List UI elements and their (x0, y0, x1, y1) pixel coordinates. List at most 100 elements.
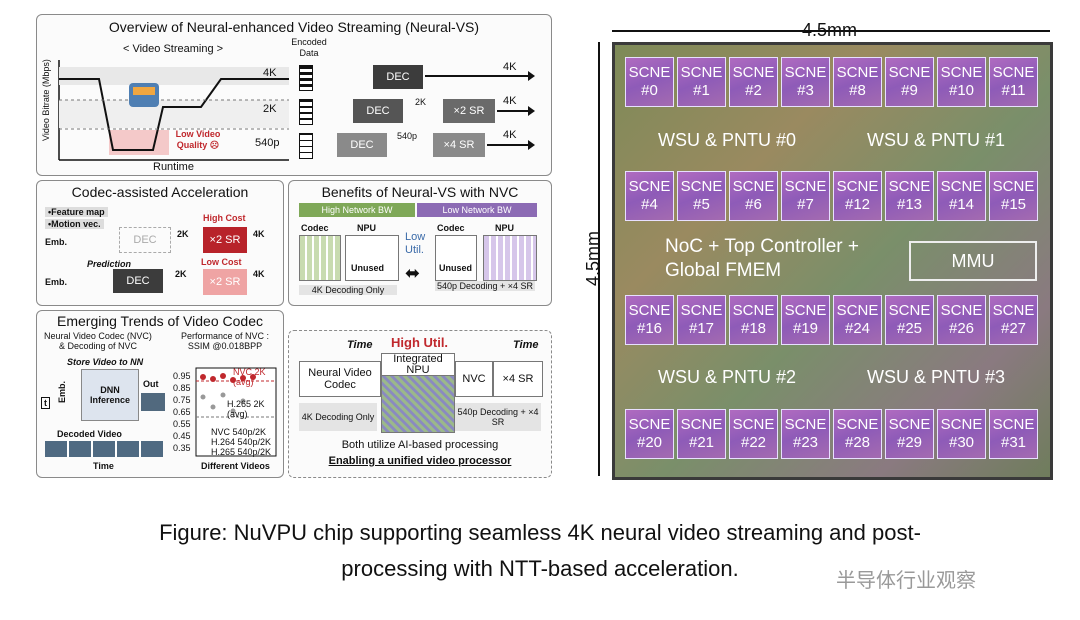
dec-ghost: DEC (119, 227, 171, 253)
scne-prefix: SCNE (940, 64, 983, 81)
scne-id: #19 (792, 320, 819, 337)
nvc-short-box: NVC (455, 361, 493, 397)
scne-id: #28 (844, 434, 871, 451)
perf-desc-label: Performance of NVC : SSIM @0.018BPP (180, 331, 270, 351)
scne-id: #31 (1000, 434, 1027, 451)
scne-prefix: SCNE (992, 64, 1035, 81)
scne-id: #10 (948, 82, 975, 99)
high-bw-banner: High Network BW (299, 203, 415, 217)
scne-prefix: SCNE (628, 416, 671, 433)
dnn-box: DNN Inference (81, 369, 139, 421)
scne-23: SCNE#23 (781, 409, 830, 459)
codec-label-right: Codec (437, 223, 465, 233)
scne-id: #13 (896, 196, 923, 213)
row-2k-mid: 2K (415, 97, 427, 107)
scne-id: #0 (641, 82, 658, 99)
row-2k-res: 2K (263, 103, 277, 115)
scne-id: #6 (745, 196, 762, 213)
high-util-label: High Util. (391, 335, 449, 350)
scne-prefix: SCNE (628, 64, 671, 81)
benefits-title: Benefits of Neural-VS with NVC (321, 184, 519, 200)
scne-id: #5 (693, 196, 710, 213)
unused-label-left: Unused (351, 263, 385, 273)
scne-4: SCNE#4 (625, 171, 674, 221)
npu-grid-right (483, 235, 537, 281)
row-2k-out: 4K (503, 95, 517, 107)
feature-map-label: •Feature map (45, 207, 108, 217)
scne-prefix: SCNE (784, 64, 827, 81)
scne-21: SCNE#21 (677, 409, 726, 459)
scne-prefix: SCNE (732, 416, 775, 433)
ytick-095: 0.95 (173, 371, 191, 381)
dnn-label: DNN Inference (89, 385, 131, 405)
nvc-desc-label: Neural Video Codec (NVC) & Decoding of N… (44, 331, 152, 351)
codec-4k-top: 4K (253, 229, 265, 239)
swap-arrow-icon: ⬌ (405, 263, 421, 283)
scne-18: SCNE#18 (729, 295, 778, 345)
scne-31: SCNE#31 (989, 409, 1038, 459)
scne-prefix: SCNE (940, 178, 983, 195)
ytick-075: 0.75 (173, 395, 191, 405)
wsu-3: WSU & PNTU #3 (866, 366, 1006, 387)
scne-id: #27 (1000, 320, 1027, 337)
legend-h265: H.265 540p/2K (211, 447, 272, 457)
integrated-left-caption: 4K Decoding Only (299, 403, 377, 431)
trends-emb-label: Emb. (57, 380, 68, 404)
t-label: t (41, 397, 50, 409)
scne-prefix: SCNE (680, 64, 723, 81)
scne-28: SCNE#28 (833, 409, 882, 459)
scne-id: #22 (740, 434, 767, 451)
scne-prefix: SCNE (732, 302, 775, 319)
scne-prefix: SCNE (836, 302, 879, 319)
scne-prefix: SCNE (888, 416, 931, 433)
codec-2k-bottom: 2K (175, 269, 187, 279)
figure-caption-line1: Figure: NuVPU chip supporting seamless 4… (159, 520, 921, 545)
time-label: Time (93, 461, 114, 471)
time-right-label: Time (513, 339, 539, 351)
row-540p-dec: DEC (337, 133, 387, 157)
scne-prefix: SCNE (784, 178, 827, 195)
trends-title: Emerging Trends of Video Codec (57, 313, 263, 329)
encoded-data-label: Encoded Data (291, 37, 327, 58)
codec-title: Codec-assisted Acceleration (71, 184, 249, 200)
scne-prefix: SCNE (836, 64, 879, 81)
chip-height-label: 4.5mm (583, 230, 604, 287)
codec-4k-bottom: 4K (253, 269, 265, 279)
scne-prefix: SCNE (628, 302, 671, 319)
scne-id: #8 (849, 82, 866, 99)
scne-9: SCNE#9 (885, 57, 934, 107)
out-label: Out (143, 379, 159, 389)
ytick-085: 0.85 (173, 383, 191, 393)
figure-caption-line2: processing with NTT-based acceleration. (341, 556, 739, 581)
scne-id: #16 (636, 320, 663, 337)
low-cost-label: Low Cost (201, 257, 242, 267)
scne-id: #1 (693, 82, 710, 99)
scne-22: SCNE#22 (729, 409, 778, 459)
scne-id: #23 (792, 434, 819, 451)
scne-25: SCNE#25 (885, 295, 934, 345)
overview-title: Overview of Neural-enhanced Video Stream… (108, 19, 480, 35)
encoded-stack-540p (299, 133, 313, 159)
sr-high-cost: ×2 SR (203, 227, 247, 253)
low-quality-label: Low Video Quality ☹ (175, 129, 221, 150)
chip-die: SCNE#0 SCNE#1 SCNE#2 SCNE#3 SCNE#8 SCNE#… (612, 42, 1053, 480)
scne-prefix: SCNE (940, 416, 983, 433)
scne-id: #20 (636, 434, 663, 451)
scne-2: SCNE#2 (729, 57, 778, 107)
scne-13: SCNE#13 (885, 171, 934, 221)
scne-id: #9 (901, 82, 918, 99)
scne-prefix: SCNE (992, 416, 1035, 433)
npu-label-right: NPU (495, 223, 515, 233)
row-2k-arrow (497, 106, 535, 116)
scne-id: #17 (688, 320, 715, 337)
mmu-block: MMU (909, 241, 1037, 281)
scne-6: SCNE#6 (729, 171, 778, 221)
scne-prefix: SCNE (732, 64, 775, 81)
motion-vec-label: •Motion vec. (45, 219, 104, 229)
scne-10: SCNE#10 (937, 57, 986, 107)
codec-label-left: Codec (301, 223, 329, 233)
scne-prefix: SCNE (992, 178, 1035, 195)
scne-prefix: SCNE (836, 178, 879, 195)
codec-grid-right (435, 235, 477, 281)
scne-11: SCNE#11 (989, 57, 1038, 107)
